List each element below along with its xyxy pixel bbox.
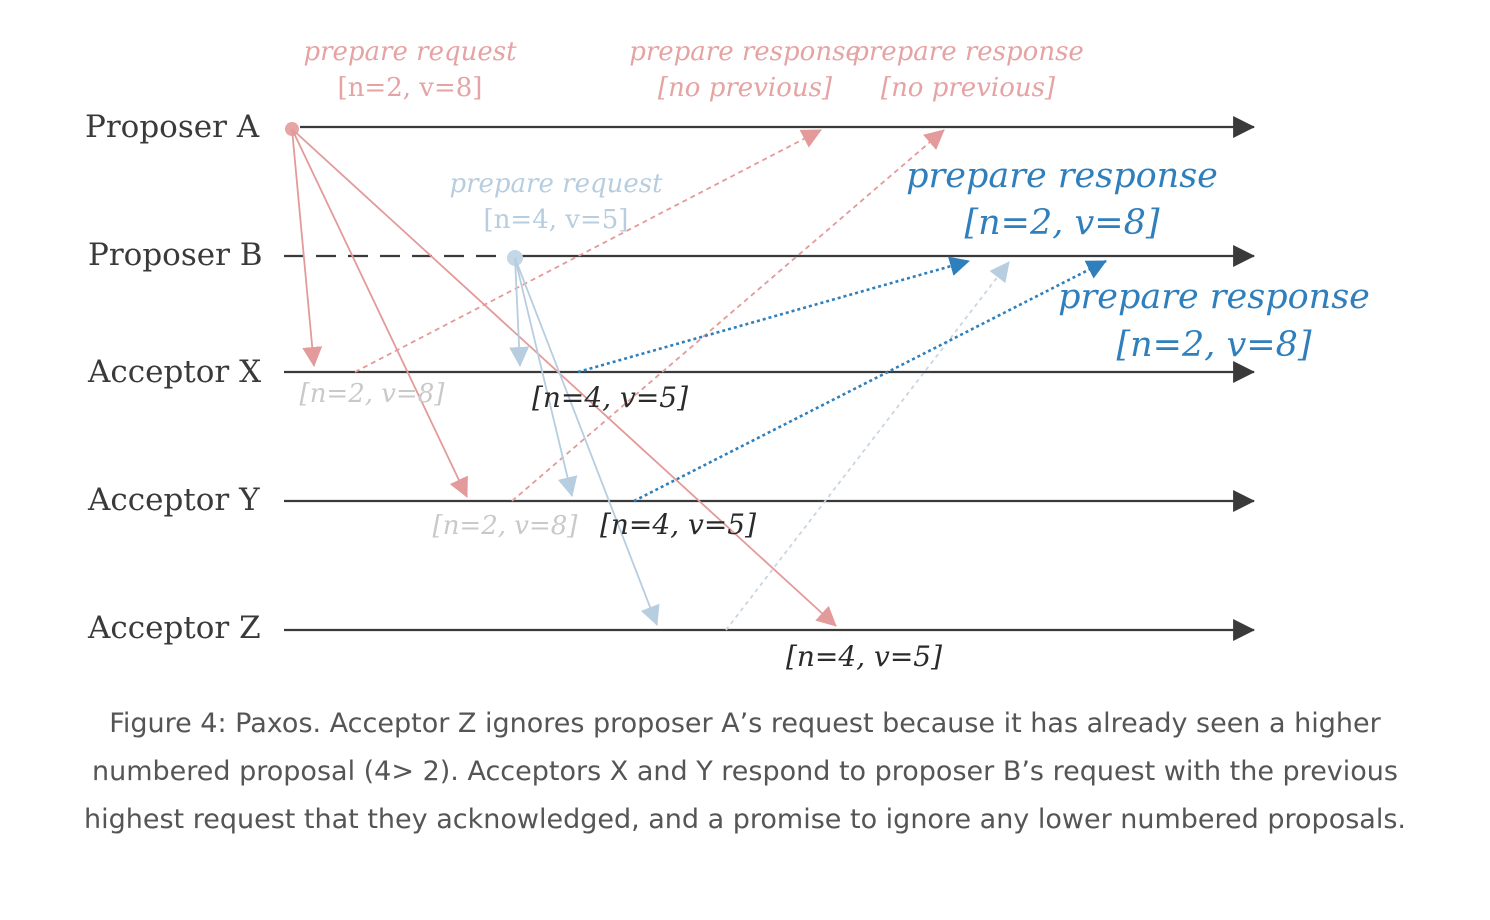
acceptor-x-state: [n=4, v=5] (532, 381, 688, 414)
a-response1-title: prepare response (629, 37, 861, 67)
acceptor-y-old-state: [n=2, v=8] (433, 511, 579, 541)
figure-caption: Figure 4: Paxos. Acceptor Z ignores prop… (84, 708, 1406, 835)
x-response-to-b (577, 256, 970, 374)
acceptor-x-old-state: [n=2, v=8] (300, 379, 446, 409)
a-response2-value: [no previous] (881, 73, 1056, 103)
z-response-to-b (725, 261, 1010, 631)
b-response2-title: prepare response (1058, 277, 1370, 317)
b-request-title: prepare request (449, 169, 663, 199)
label-acceptor-y: Acceptor Y (87, 482, 260, 518)
a-request-to-z (291, 128, 837, 627)
acceptor-z-state: [n=4, v=5] (786, 640, 942, 673)
b-request-to-y (514, 257, 578, 497)
acceptor-y-state: [n=4, v=5] (600, 508, 756, 541)
label-proposer-a: Proposer A (85, 109, 260, 145)
b-response1-value: [n=2, v=8] (964, 203, 1159, 243)
b-response2-value: [n=2, v=8] (1116, 325, 1311, 365)
a-request-title: prepare request (303, 37, 517, 67)
a-request-to-y (291, 128, 468, 498)
y-response-to-a (511, 129, 945, 502)
sequence-diagram-svg: Proposer A Proposer B Acceptor X Accepto… (85, 37, 1370, 673)
label-acceptor-z: Acceptor Z (87, 610, 261, 646)
label-acceptor-x: Acceptor X (87, 354, 261, 390)
b-request-to-x (509, 257, 530, 367)
b-request-to-z (514, 257, 660, 626)
y-response-to-b (633, 259, 1107, 503)
b-request-value: [n=4, v=5] (484, 205, 629, 235)
label-proposer-b: Proposer B (88, 237, 263, 273)
x-response-to-a (354, 129, 822, 373)
a-request-to-x (291, 128, 323, 367)
b-response1-title: prepare response (906, 156, 1218, 196)
a-request-value: [n=2, v=8] (338, 73, 483, 103)
a-response1-value: [no previous] (658, 73, 833, 103)
a-response2-title: prepare response (852, 37, 1084, 67)
